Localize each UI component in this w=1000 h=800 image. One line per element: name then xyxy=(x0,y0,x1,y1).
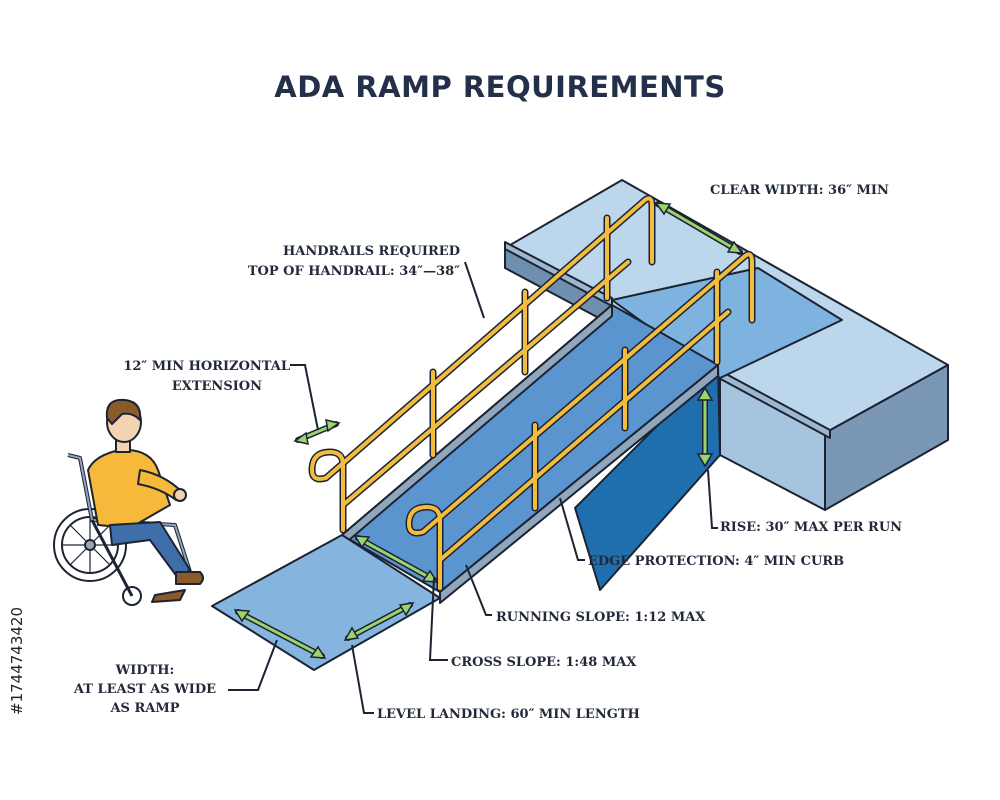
extension-label-line1: 12″ MIN HORIZONTAL xyxy=(123,359,290,374)
running-slope-label: RUNNING SLOPE: 1:12 MAX xyxy=(496,610,706,625)
handrails-required-label: HANDRAILS REQUIRED xyxy=(283,244,460,259)
diagram-title: ADA RAMP REQUIREMENTS xyxy=(274,70,726,104)
bottom-landing xyxy=(211,534,441,671)
width-label-line1: WIDTH: xyxy=(115,663,175,678)
wheelchair-user xyxy=(53,398,204,606)
level-landing-label: LEVEL LANDING: 60″ MIN LENGTH xyxy=(377,707,640,722)
right-curb xyxy=(439,364,719,604)
leader-lines xyxy=(228,261,718,714)
handrails xyxy=(308,195,756,592)
handrail-height-label: TOP OF HANDRAIL: 34″—38″ xyxy=(247,264,460,279)
edge-protection-label: EDGE PROTECTION: 4″ MIN CURB xyxy=(588,554,845,569)
clear-width-label: CLEAR WIDTH: 36″ MIN xyxy=(710,183,889,198)
extension-label-line2: EXTENSION xyxy=(171,379,262,394)
rise-label: RISE: 30″ MAX PER RUN xyxy=(720,520,903,535)
width-label-line2: AT LEAST AS WIDE xyxy=(73,682,217,697)
side-id-value: #1744743420 xyxy=(8,606,26,715)
cross-slope-label: CROSS SLOPE: 1:48 MAX xyxy=(451,655,637,670)
dimension-arrows xyxy=(233,201,744,659)
side-id-text: #1744743420 xyxy=(6,545,26,715)
width-label-line3: AS RAMP xyxy=(110,701,180,716)
